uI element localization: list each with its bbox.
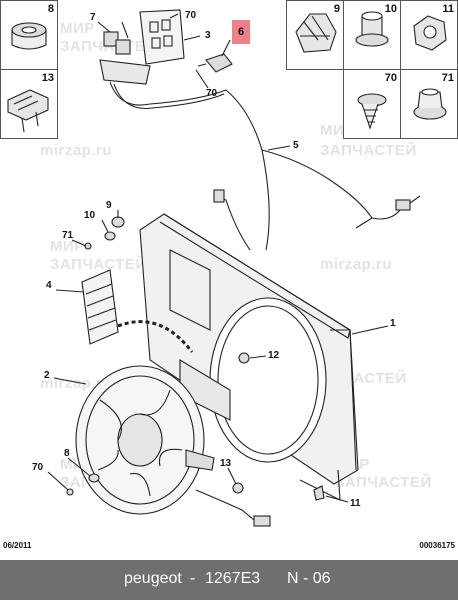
callout-clip-bracket: 13: [220, 458, 232, 469]
watermark-mir: МИР: [60, 20, 95, 37]
fan-cowl-frame-part: [139, 213, 359, 501]
callout-screw-lower: 70: [32, 462, 44, 473]
footer-brand: peugeot: [124, 570, 182, 587]
relay-board-part: [99, 9, 185, 85]
callout-fan: 2: [44, 370, 50, 381]
grommet-part-icon: [11, 22, 47, 50]
callout-relay-board: 3: [205, 30, 211, 41]
clip-bracket-part-icon: [7, 89, 49, 133]
diagram-reference-code: 00036175: [419, 541, 455, 550]
watermark-ru: ЗАПЧАСТЕЙ: [335, 474, 432, 491]
callout-screw-mid: 70: [206, 88, 218, 99]
callout-grille: 4: [46, 280, 52, 291]
louvre-grille-part: [81, 269, 119, 345]
hex-nut-part-icon: [413, 15, 447, 51]
footer-position-code: N - 06: [287, 570, 331, 587]
diagram-date: 06/2011: [3, 541, 32, 550]
callout-connector-highlighted[interactable]: 6: [232, 20, 251, 44]
callout-rivet-nut: 10: [84, 210, 96, 221]
rivet-nut-part-icon: [355, 11, 389, 47]
inset-number: 11: [442, 3, 454, 15]
callout-hex-nut: 11: [350, 498, 361, 509]
watermark-mir: МИР: [50, 238, 85, 255]
connector-part: [197, 53, 233, 73]
watermark-ru: ЗАПЧАСТЕЙ: [320, 142, 417, 159]
callout-clip-nut: 12: [268, 350, 280, 361]
inset-number: 9: [333, 3, 340, 15]
callout-relay: 7: [90, 12, 96, 23]
callout-screw-top: 70: [185, 10, 197, 21]
watermark-ru: ЗАПЧАСТЕЙ: [50, 256, 147, 273]
caption-bar: peugeot - 1267E3 N - 06: [0, 560, 458, 600]
callout-grommet: 9: [106, 200, 112, 211]
footer-separator: -: [190, 570, 196, 587]
flange-nut-part-icon: [413, 88, 447, 120]
callout-grommet-lower: 8: [64, 448, 70, 459]
watermark-site: mirzap.ru: [40, 142, 113, 159]
footer-part-number: 1267E3: [205, 570, 261, 587]
bush-part-icon: [295, 13, 337, 53]
cooling-fan-part: [75, 365, 255, 521]
screw-part-icon: [357, 93, 387, 130]
inset-number: 8: [47, 3, 54, 15]
callout-harness: 5: [293, 140, 299, 151]
wiring-harness-part: [109, 81, 421, 251]
inset-number: 71: [441, 72, 454, 84]
exploded-parts-drawing: [7, 9, 447, 527]
callout-cowl-frame: 1: [390, 318, 396, 329]
diagram-stage: МИР ЗАПЧАСТЕЙ mirzap.ru МИР ЗАПЧАСТЕЙ МИ…: [0, 0, 458, 550]
inset-number: 10: [384, 3, 397, 15]
inset-number: 13: [41, 72, 54, 84]
callout-flange-nut: 71: [62, 230, 74, 241]
inset-number: 70: [384, 72, 397, 84]
watermark-site: mirzap.ru: [320, 256, 393, 273]
